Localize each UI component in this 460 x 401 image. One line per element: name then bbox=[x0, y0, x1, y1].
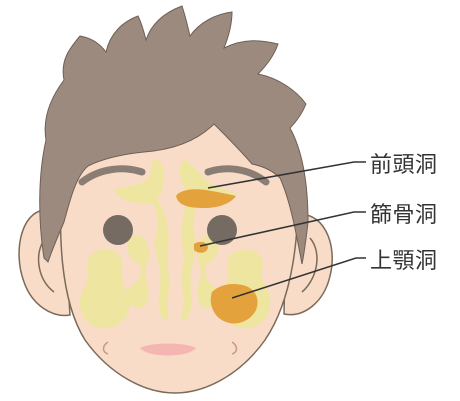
label-ethmoid-sinus: 篩骨洞 bbox=[370, 197, 438, 229]
label-frontal-sinus: 前頭洞 bbox=[370, 147, 438, 179]
label-maxillary-sinus: 上顎洞 bbox=[370, 243, 438, 275]
left-eye bbox=[103, 215, 133, 245]
